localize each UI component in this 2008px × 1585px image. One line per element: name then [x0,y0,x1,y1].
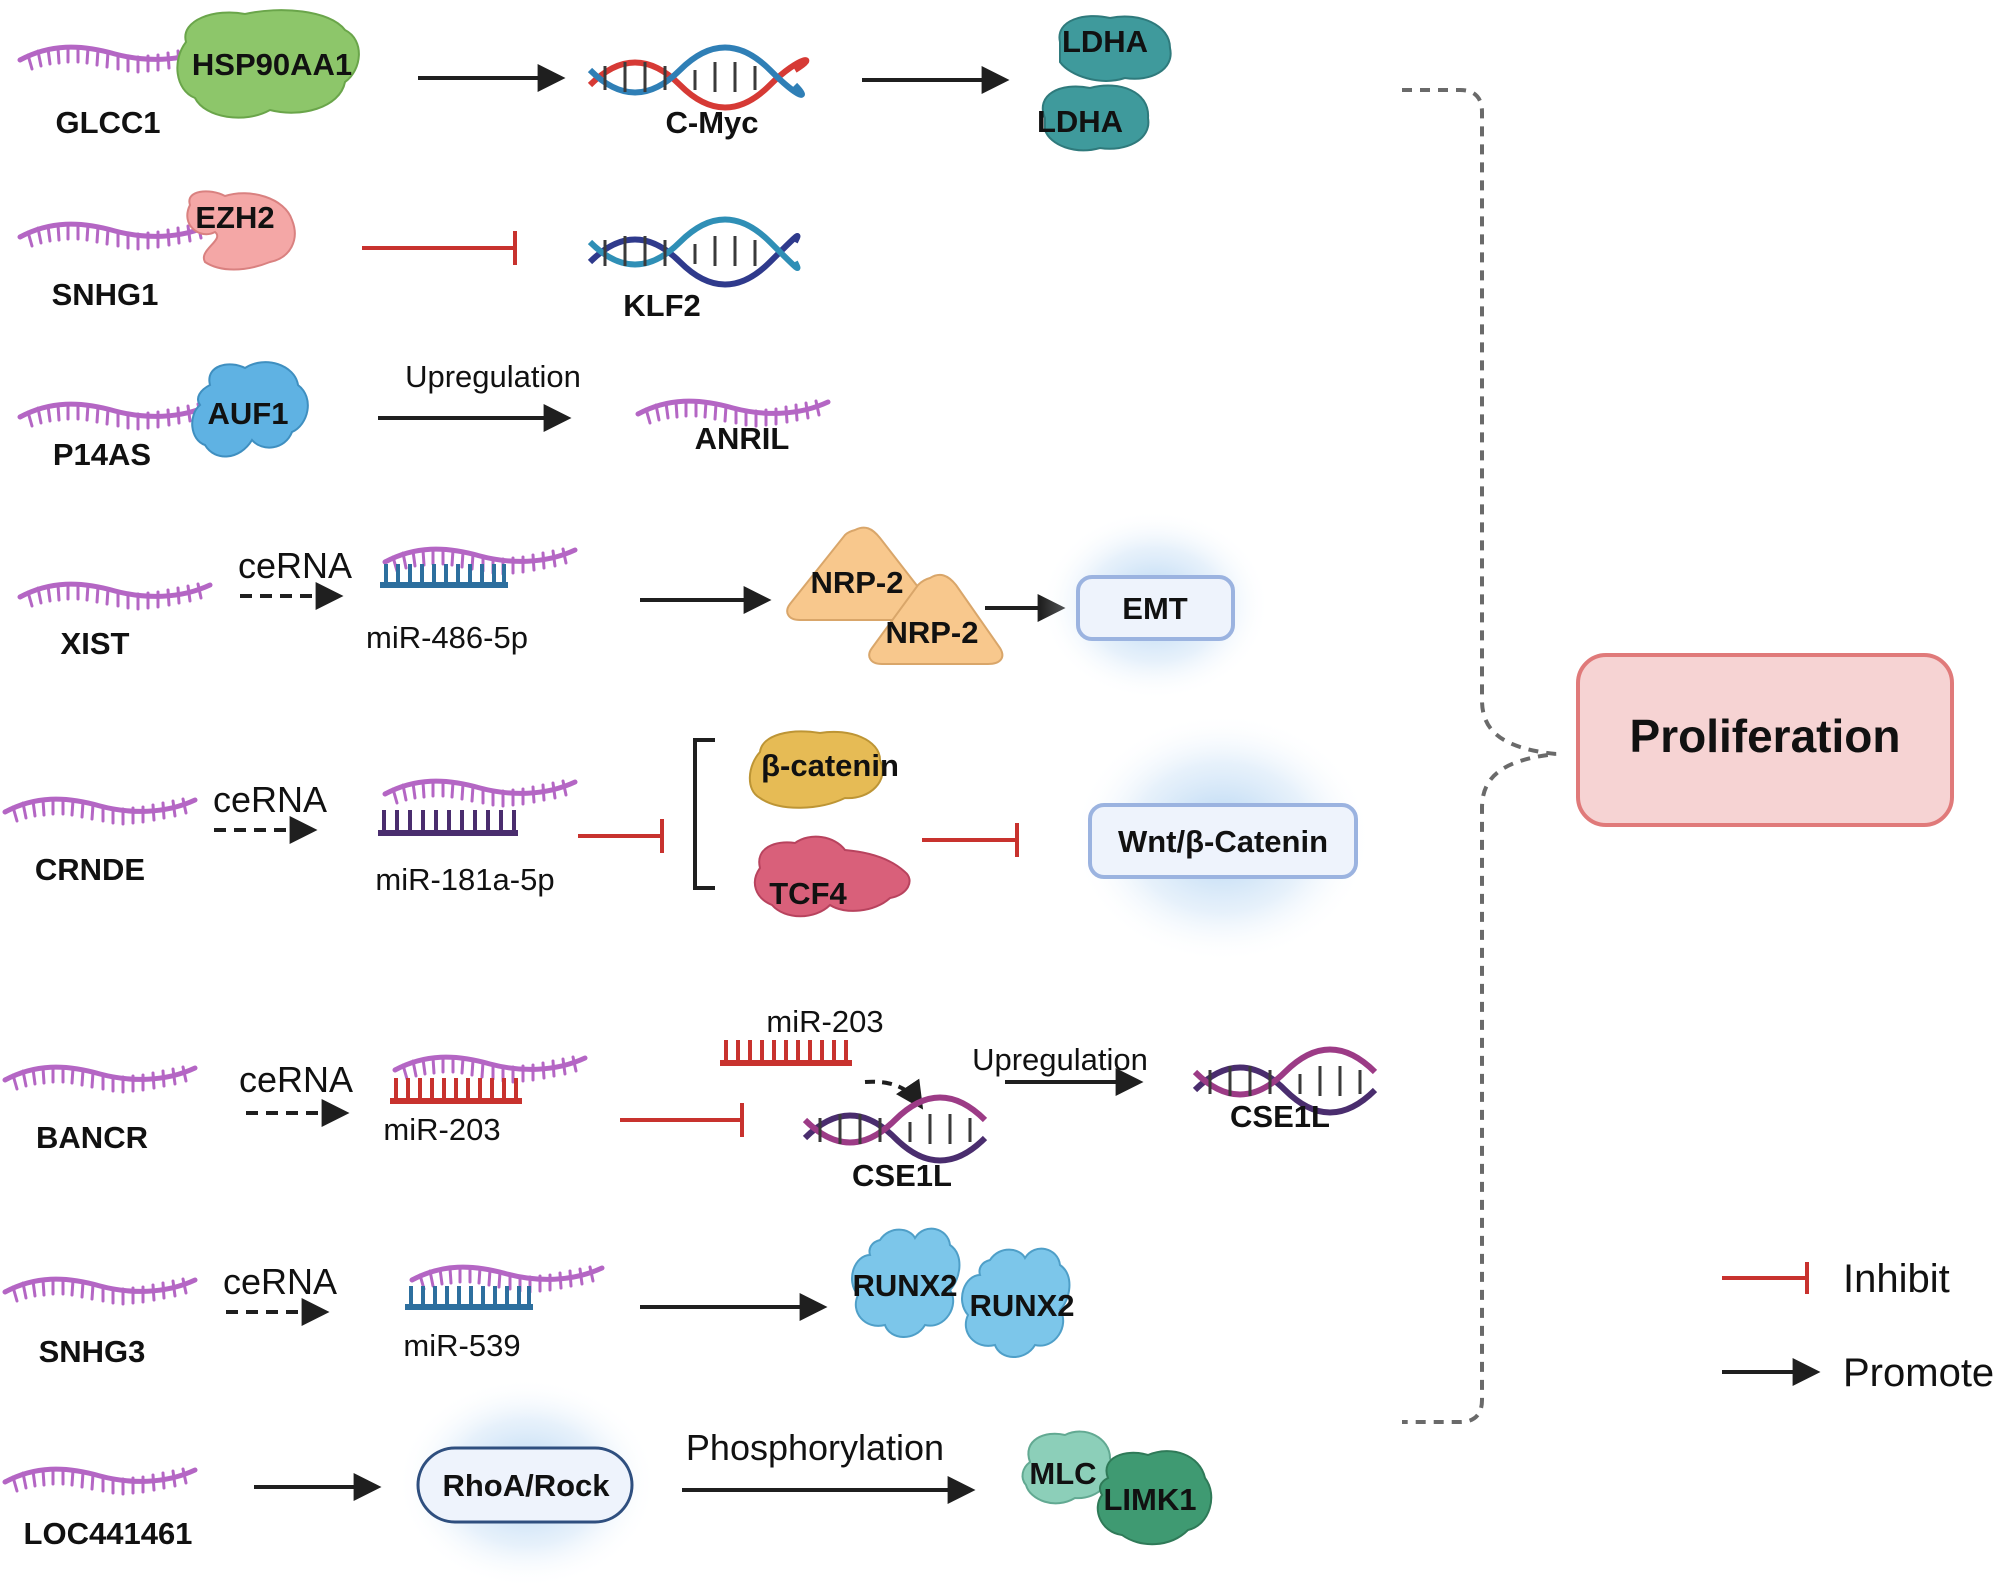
ldha-protein-shape-1 [1058,15,1172,82]
p14as-label: P14AS [53,437,151,472]
cerna-label-bancr: ceRNA [239,1059,353,1100]
cse1l-dna-helix-2 [1192,1046,1378,1116]
hsp90aa1-protein-shape [176,9,360,119]
snhg3-lncrna-strand [5,1279,195,1304]
legend-inhibit-label: Inhibit [1843,1257,1950,1301]
c-myc-dna-helix [587,44,810,111]
runx2-label-1: RUNX2 [852,1268,957,1303]
mir-486-5p-shape [378,562,510,590]
mir-486-5p-label: miR-486-5p [366,620,528,655]
dashed-arrow-mir203-cse1l [864,1078,924,1110]
bancr-lncrna-strand [5,1067,195,1092]
klf2-dna-helix [587,216,801,288]
p14as-lncrna-strand [20,404,210,429]
loc441461-lncrna-strand [5,1469,195,1494]
inhibit-arrow-complex-wnt [922,823,1019,857]
snhg3-label: SNHG3 [39,1334,146,1369]
upregulation-label-bancr: Upregulation [972,1042,1148,1077]
c-myc-label: C-Myc [665,105,758,140]
mir-181a-5p-label: miR-181a-5p [375,862,554,897]
cse1l-label-1: CSE1L [852,1158,952,1193]
cse1l-label-2: CSE1L [1230,1099,1330,1134]
emt-box [1076,575,1235,641]
klf2-label: KLF2 [623,288,701,323]
nrp2-protein-shape-2 [868,573,1004,665]
mir-181a-5p-shape [376,808,520,838]
ldha-label-2: LDHA [1037,104,1123,139]
cerna-label-snhg3: ceRNA [223,1261,337,1302]
grouping-brace [1402,88,1557,1424]
inhibit-arrow-bancr-mir203 [620,1103,744,1137]
legend-promote-label: Promote [1843,1351,1994,1395]
nrp2-label-1: NRP-2 [810,565,903,600]
mlc-label: MLC [1029,1456,1096,1491]
emt-label: EMT [1122,591,1188,626]
mir-203-shape-top [718,1038,854,1068]
upregulation-label-p14as: Upregulation [405,359,581,394]
row-snhg1: EZH2 SNHG1 KLF2 [20,190,801,323]
ezh2-protein-shape [186,190,296,271]
nrp2-label-2: NRP-2 [885,615,978,650]
proliferation-label: Proliferation [1630,710,1901,762]
tcf4-label: TCF4 [769,876,847,911]
crnde-lncrna-strand [5,799,195,824]
mir-539-shape [403,1284,535,1312]
snhg1-lncrna-strand [20,224,210,249]
xist-label: XIST [61,626,130,661]
nrp2-protein-shape-1 [786,526,936,621]
rhoa-rock-label: RhoA/Rock [442,1468,610,1503]
wnt-beta-catenin-label: Wnt/β-Catenin [1118,824,1328,859]
runx2-label-2: RUNX2 [969,1288,1074,1323]
loc441461-label: LOC441461 [24,1516,193,1551]
mir-203-label-top: miR-203 [766,1004,883,1039]
tcf4-protein-shape [753,835,911,918]
auf1-label: AUF1 [208,396,289,431]
legend-inhibit-symbol [1722,1262,1809,1294]
auf1-protein-shape [191,361,309,458]
ezh2-label: EZH2 [195,200,274,235]
mir-203-shape-sponged [388,1076,524,1106]
crnde-sponge-strand [385,781,575,806]
bancr-label: BANCR [36,1120,148,1155]
complex-bracket [693,738,715,890]
proliferation-box [1576,653,1954,827]
wnt-beta-catenin-box [1088,803,1358,879]
mir-539-label: miR-539 [403,1328,520,1363]
limk1-protein-shape [1096,1450,1213,1546]
crnde-label: CRNDE [35,852,145,887]
row-snhg3: SNHG3 ceRNA miR-539 RUNX2 RUNX2 [5,1227,1075,1369]
mir-203-label-sponged: miR-203 [383,1112,500,1147]
anril-label: ANRIL [695,421,790,456]
phosphorylation-label: Phosphorylation [686,1427,944,1468]
row-p14as: AUF1 P14AS Upregulation ANRIL [20,359,828,472]
cerna-label-crnde: ceRNA [213,779,327,820]
limk1-label: LIMK1 [1104,1482,1197,1517]
row-bancr: BANCR ceRNA miR-203 miR-203 CSE1L Upregu… [5,1004,1378,1193]
inhibit-arrow-ezh2-klf2 [362,231,517,265]
legend: Inhibit Promote [1722,1257,1994,1395]
runx2-protein-shape-1 [851,1227,961,1338]
row-glcc1: HSP90AA1 GLCC1 C-Myc LDHA LDHA [20,9,1172,152]
beta-catenin-label: β-catenin [761,748,899,783]
cse1l-dna-helix-1 [802,1094,988,1164]
runx2-protein-shape-2 [961,1247,1071,1358]
snhg1-label: SNHG1 [52,277,159,312]
row-xist: XIST ceRNA miR-486-5p NRP-2 NRP-2 EMT [20,510,1270,700]
hsp90aa1-label: HSP90AA1 [192,47,352,82]
inhibit-arrow-mir181a-complex [578,819,664,853]
rhoa-rock-box [416,1446,634,1524]
cerna-label-xist: ceRNA [238,545,352,586]
row-loc441461: LOC441461 RhoA/Rock Phosphorylation MLC … [5,1378,1213,1585]
row-crnde: CRNDE ceRNA miR-181a-5p β-catenin TCF4 W… [5,713,1372,963]
ldha-label-1: LDHA [1062,24,1148,59]
ldha-protein-shape-2 [1041,84,1150,152]
glcc1-label: GLCC1 [55,105,160,140]
beta-catenin-protein-shape [748,730,884,809]
xist-lncrna-strand [20,584,210,609]
